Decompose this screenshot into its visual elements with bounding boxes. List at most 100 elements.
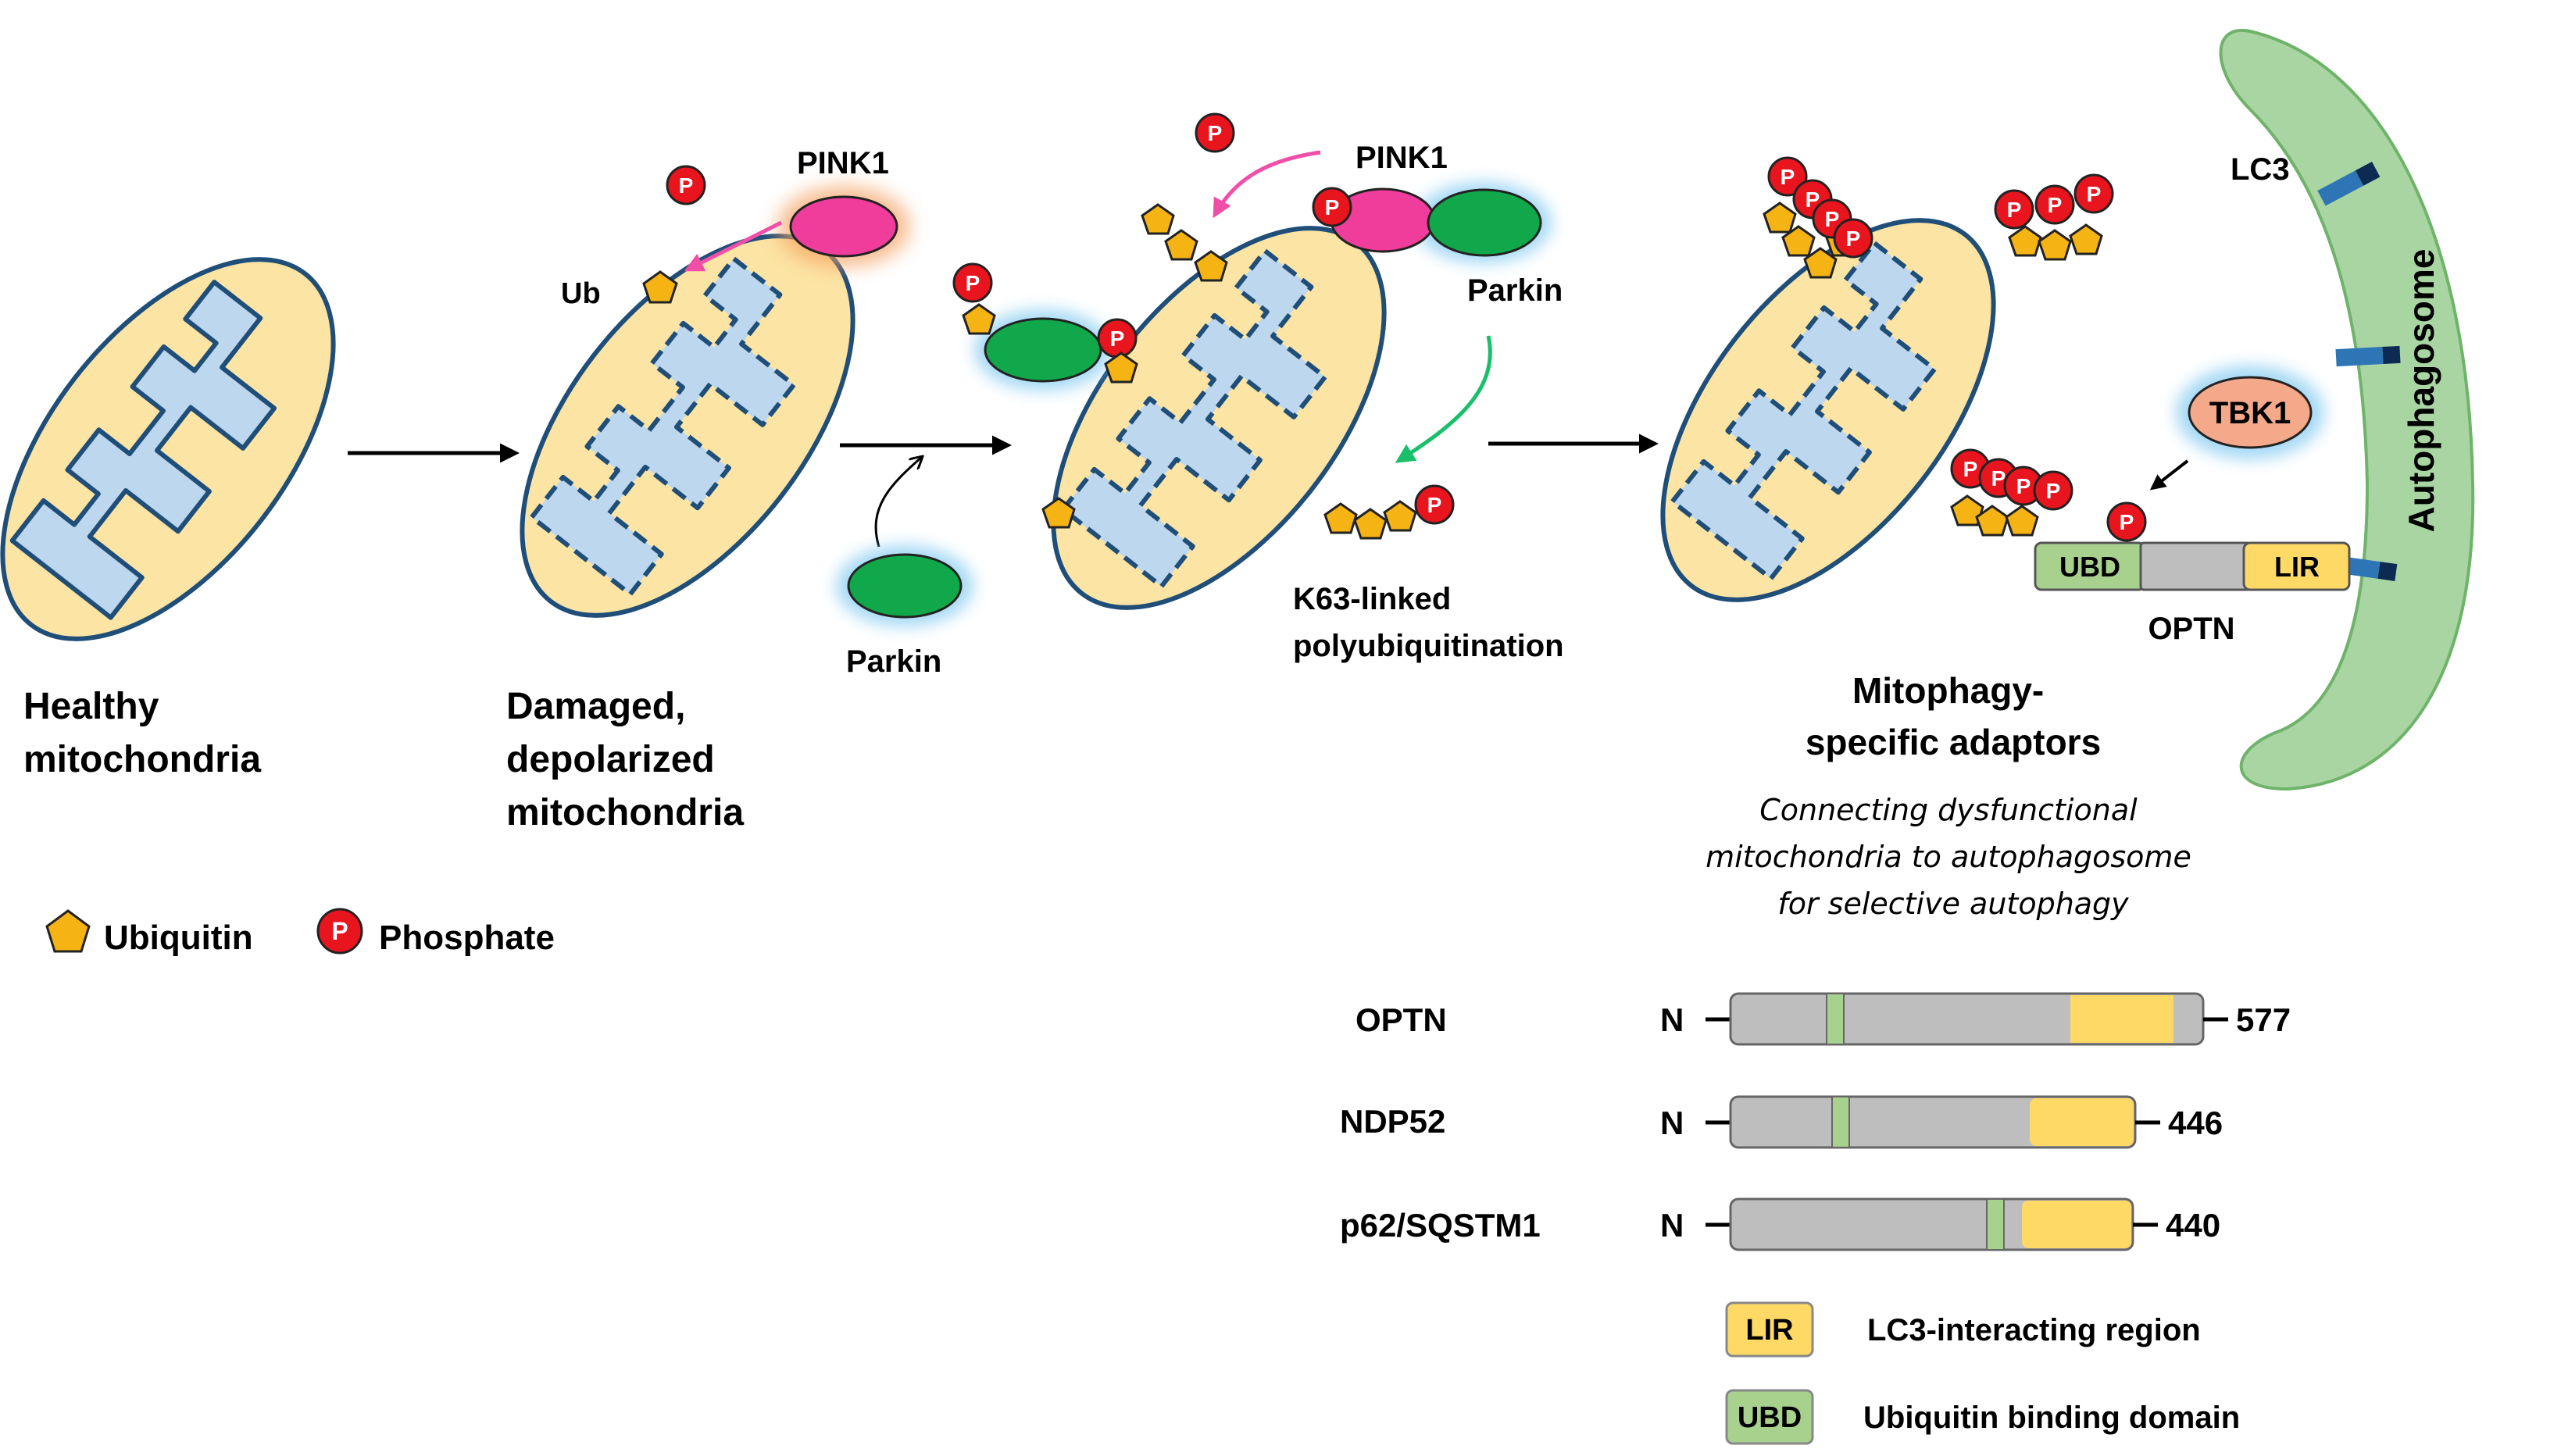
damaged-label-3: mitochondria <box>506 792 744 833</box>
svg-text:P: P <box>2048 193 2063 217</box>
optn-adaptor: UBD LIR <box>2034 541 2351 591</box>
autophagosome-label: Autophagosome <box>2401 249 2441 533</box>
svg-text:P: P <box>2016 474 2031 498</box>
protein-length-ndp52: 446 <box>2168 1104 2223 1141</box>
damaged-mitochondrion <box>520 234 855 618</box>
protein-optn: OPTN N 577 <box>1356 992 2291 1046</box>
phospho-ubiquitin-cluster: P P P P <box>1950 448 2073 537</box>
svg-text:P: P <box>2046 479 2061 503</box>
protein-length-optn: 577 <box>2236 1001 2291 1038</box>
svg-text:N: N <box>1660 1001 1684 1038</box>
protein-p62: p62/SQSTM1 N 440 <box>1340 1197 2220 1251</box>
svg-text:P: P <box>1846 227 1861 251</box>
svg-text:N: N <box>1660 1104 1684 1141</box>
svg-text:Mitophagy- specific adapto: Mitophagy- specific adaptors <box>1806 670 2101 762</box>
svg-text:P: P <box>1825 207 1840 231</box>
svg-text:N: N <box>1660 1207 1684 1244</box>
phosphate-icon: P <box>1097 318 1138 359</box>
ubiquitin-chain: P <box>1323 484 1455 540</box>
protein-name-p62: p62/SQSTM1 <box>1340 1207 1541 1244</box>
protein-name-ndp52: NDP52 <box>1340 1103 1445 1140</box>
ubd-label: UBD <box>2059 551 2120 583</box>
pink-curved-arrow <box>1213 150 1321 219</box>
ubiquitin-icon <box>642 270 678 304</box>
parkin-protein-3 <box>984 317 1102 383</box>
phosphate-icon: P <box>2106 501 2147 542</box>
ub-label: Ub <box>561 277 601 310</box>
pink1-protein <box>789 195 898 258</box>
parkin-label-2: Parkin <box>1467 273 1563 308</box>
phosphate-icon: P <box>1195 112 1235 153</box>
tbk1-protein <box>2188 376 2313 449</box>
phosphate-icon: P <box>952 262 993 303</box>
ubiquitin-icon <box>1104 352 1138 384</box>
svg-text:P: P <box>1110 327 1125 351</box>
parkin-recruit-arrow <box>874 457 922 548</box>
adaptor-mitochondrion <box>1660 218 1996 602</box>
damaged-label-2: depolarized <box>506 739 715 780</box>
legend-lir-desc: LC3-interacting region <box>1867 1313 2201 1347</box>
autophagosome: Autophagosome <box>2219 28 2475 791</box>
adaptor-desc-1: Connecting dysfunctional <box>1759 793 2138 827</box>
protein-length-p62: 440 <box>2166 1207 2220 1244</box>
svg-text:P: P <box>679 173 694 198</box>
healthy-label-1: Healthy <box>23 686 159 727</box>
healthy-label-2: mitochondria <box>23 739 261 780</box>
svg-text:Damaged, depolarized m: Damaged, depolarized mitochondria <box>506 686 744 833</box>
protein-ndp52: NDP52 N 446 <box>1340 1095 2223 1149</box>
phosphate-icon: P <box>1312 187 1352 227</box>
parkin-protein <box>847 553 963 619</box>
legend-phosphate-label: Phosphate <box>379 919 555 957</box>
svg-text:P: P <box>1781 165 1795 189</box>
legend-lir-code: LIR <box>1745 1314 1793 1347</box>
svg-text:P: P <box>1208 121 1223 145</box>
svg-text:K63-linked polyubiquitinat: K63-linked polyubiquitination <box>1293 582 1564 663</box>
phosphate-icon <box>316 908 363 955</box>
svg-text:P: P <box>1806 187 1820 212</box>
legend-ubd-code: UBD <box>1738 1401 1802 1434</box>
ubiquitin-icon <box>1041 497 1076 529</box>
pink1-label: PINK1 <box>797 146 889 180</box>
lc3-label: LC3 <box>2231 152 2290 187</box>
ubiquitin-chain <box>1141 203 1228 282</box>
legend-phosphate: P Phosphate <box>316 908 555 957</box>
adaptor-title-2: specific adaptors <box>1806 722 2101 762</box>
legend-ubiquitin-label: Ubiquitin <box>104 919 253 957</box>
k63-label-1: K63-linked <box>1293 582 1451 616</box>
adaptor-title-1: Mitophagy- <box>1852 670 2044 711</box>
pink1-label-2: PINK1 <box>1356 141 1448 175</box>
svg-text:P: P <box>1963 457 1978 481</box>
phosphate-icon: P <box>666 165 706 205</box>
green-arrow <box>1395 335 1492 463</box>
damaged-label-1: Damaged, <box>506 686 685 727</box>
parkin-protein-2 <box>1427 188 1542 257</box>
svg-text:P: P <box>1991 466 2006 491</box>
healthy-mitochondrion <box>0 257 336 641</box>
pink-arrow <box>684 220 783 272</box>
legend-ubd: UBD Ubiquitin binding domain <box>1725 1389 2240 1445</box>
svg-text:P: P <box>1427 493 1442 517</box>
legend-lir: LIR LC3-interacting region <box>1725 1301 2201 1358</box>
ubiquitin-icon <box>962 303 996 335</box>
svg-text:P: P <box>2007 198 2022 222</box>
k63-label-2: polyubiquitination <box>1293 629 1564 663</box>
protein-name-optn: OPTN <box>1356 1001 1447 1038</box>
ubiquitin-icon <box>45 909 91 953</box>
adaptor-desc-3: for selective autophagy <box>1777 887 2129 921</box>
parkin-label-1: Parkin <box>846 644 941 679</box>
phospho-ubiquitin-cluster: P P P <box>1994 173 2114 261</box>
svg-text:P: P <box>2087 182 2102 206</box>
lir-label: LIR <box>2274 551 2320 583</box>
svg-text:P: P <box>2120 510 2134 534</box>
optn-label: OPTN <box>2148 612 2234 646</box>
legend-ubd-desc: Ubiquitin binding domain <box>1863 1401 2240 1435</box>
tbk1-label: TBK1 <box>2209 396 2291 430</box>
adaptor-desc-2: mitochondria to autophagosome <box>1706 840 2191 874</box>
svg-text:P: P <box>331 917 348 945</box>
phospho-ubiquitin-cluster: P P P P <box>1763 156 1873 279</box>
svg-text:Connecting dysfunctional m: Connecting dysfunctional mitochondria to… <box>1706 793 2201 921</box>
svg-text:P: P <box>966 271 980 295</box>
legend-ubiquitin: Ubiquitin <box>45 909 253 957</box>
tbk1-arrow <box>2149 459 2189 491</box>
